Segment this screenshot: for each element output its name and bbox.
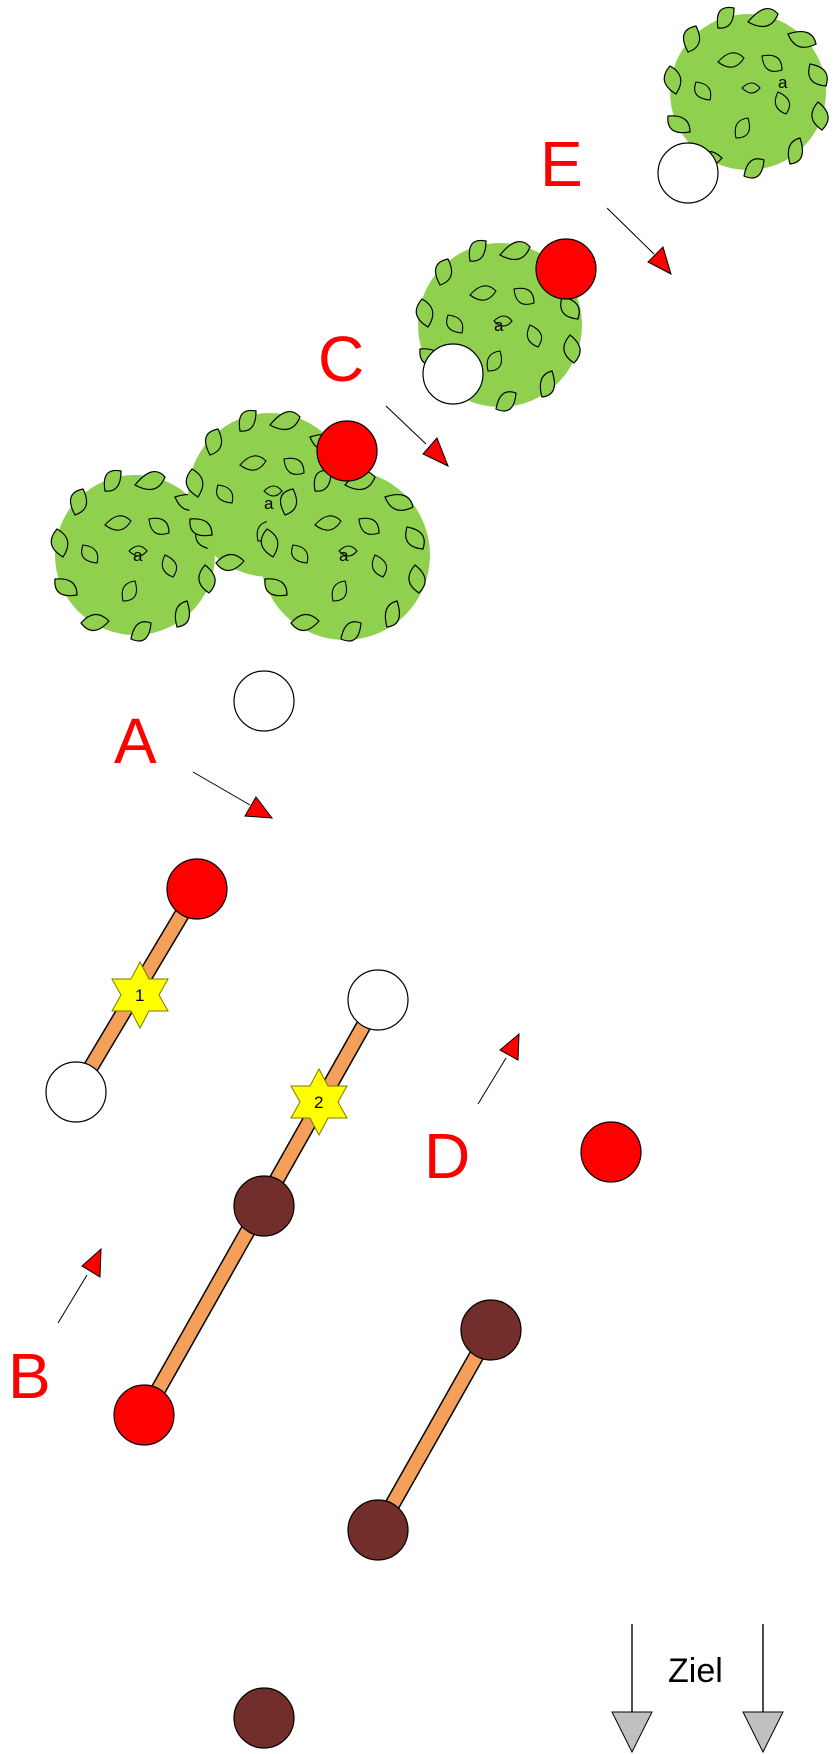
star-1: 1 [111,960,169,1030]
direction-arrow-icon [606,207,672,275]
white-marker [657,142,719,204]
star-label: 1 [135,986,144,1005]
white-marker [45,1061,107,1123]
target-label: Ziel [668,1652,723,1690]
white-marker [422,343,484,405]
star-icon [290,1067,348,1137]
red-marker [166,858,228,920]
red-marker [113,1384,175,1446]
red-marker [535,238,597,300]
white-marker [233,670,295,732]
direction-arrow-icon [385,405,449,468]
tree-cluster-left: a [50,469,216,642]
down-arrow-icon [742,1624,784,1754]
direction-arrow-icon [57,1247,102,1324]
target: Ziel [611,1624,784,1754]
star-label: 2 [314,1093,323,1112]
direction-arrow-icon [477,1032,520,1105]
zone-letters: E C A D B [8,128,583,1412]
red-marker [580,1121,642,1183]
direction-arrows [57,207,672,1324]
tree-cluster-right: a [260,469,430,642]
tree-label: a [494,316,504,335]
zone-letter-a: A [114,705,157,777]
trees: a a a a a [50,6,829,642]
markers [45,142,719,1749]
zone-letter-d: D [424,1120,470,1192]
down-arrow-icon [611,1624,653,1754]
star-icon [111,960,169,1030]
brown-marker [460,1299,522,1361]
brown-marker [233,1175,295,1237]
zone-letter-c: C [318,323,364,395]
zone-letter-e: E [540,128,583,200]
white-marker [347,969,409,1031]
brown-marker [233,1687,295,1749]
tree-label: a [133,546,143,565]
zone-letter-b: B [8,1340,51,1412]
direction-arrow-icon [192,771,274,819]
tree-top-right: a [663,6,829,179]
brown-marker [347,1499,409,1561]
tree-label: a [778,73,788,92]
red-marker [316,420,378,482]
tree-label: a [339,546,349,565]
tree-label: a [264,494,274,513]
star-2: 2 [290,1067,348,1137]
